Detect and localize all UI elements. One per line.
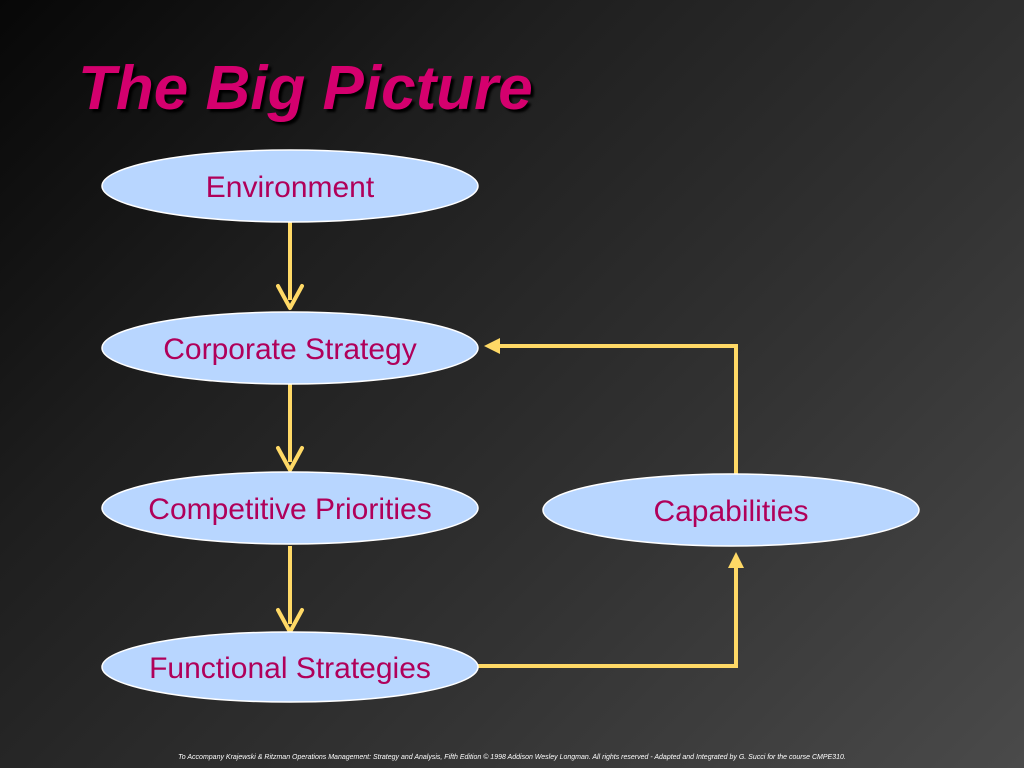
footer-credit: To Accompany Krajewski & Ritzman Operati… [178,754,846,761]
node-environment: Environment [101,149,479,223]
node-corporate-strategy: Corporate Strategy [101,311,479,385]
edge-competitive-priorities-to-functional-strategies [276,546,304,634]
node-functional-strategies: Functional Strategies [101,631,479,703]
node-competitive-priorities: Competitive Priorities [101,471,479,545]
edge-environment-to-corporate-strategy [276,222,304,310]
slide-title: The Big Picture [78,54,533,123]
node-environment-label: Environment [206,171,375,204]
edge-functional-strategies-to-capabilities [478,552,744,668]
node-competitive-priorities-label: Competitive Priorities [148,493,431,526]
node-functional-strategies-label: Functional Strategies [149,652,431,685]
edge-capabilities-to-corporate-strategy [484,338,738,476]
node-capabilities: Capabilities [542,473,920,547]
node-corporate-strategy-label: Corporate Strategy [163,333,416,366]
edge-corporate-strategy-to-competitive-priorities [276,384,304,472]
node-capabilities-label: Capabilities [653,495,808,528]
